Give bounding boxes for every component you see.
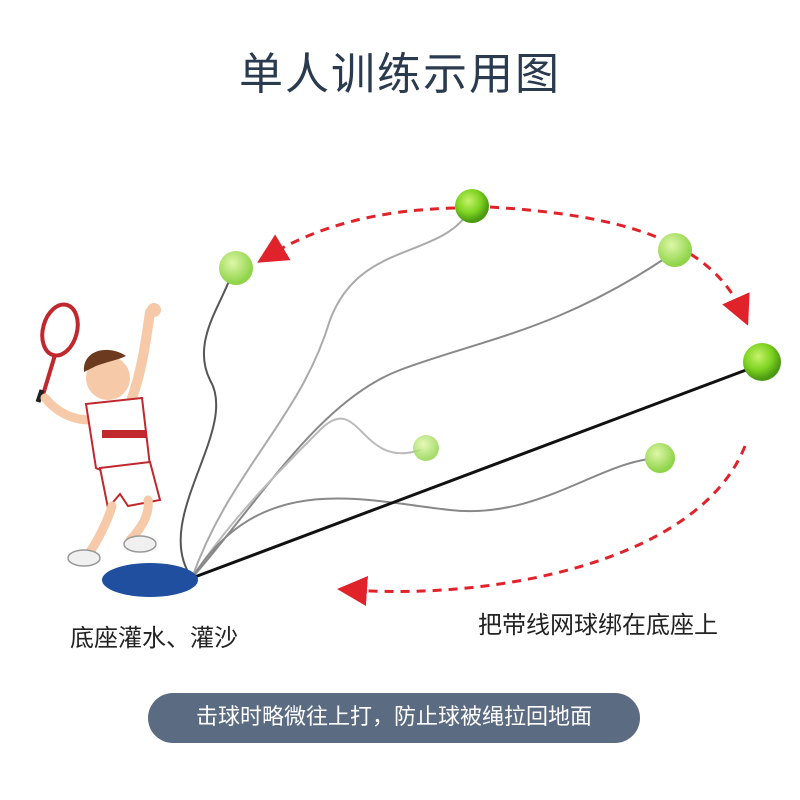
racket-icon (35, 302, 80, 403)
tennis-ball (743, 343, 781, 381)
page-title: 单人训练示用图 (239, 49, 561, 100)
rope-path-1 (179, 271, 233, 579)
arrow-top-left (257, 206, 456, 263)
ball-caption: 把带线网球绑在底座上 (478, 611, 718, 639)
rope-paths (179, 209, 764, 580)
arrow-bottom (337, 445, 747, 606)
motion-arrows (257, 205, 750, 606)
base-caption: 底座灌水、灌沙 (70, 624, 238, 652)
arrow-top-right (489, 205, 750, 326)
rope-path-2 (191, 209, 471, 579)
training-base (102, 563, 198, 597)
tennis-ball (658, 233, 692, 267)
tennis-ball (645, 443, 675, 473)
tennis-balls (219, 189, 781, 473)
player-illustration (35, 302, 162, 567)
tip-banner: 击球时略微往上打，防止球被绳拉回地面 (148, 693, 640, 743)
rope-path-3 (191, 254, 671, 579)
rope-path-4 (191, 417, 421, 579)
tennis-ball (219, 251, 253, 285)
tennis-ball (413, 435, 439, 461)
tennis-ball (455, 189, 489, 223)
rope-taut (190, 362, 764, 580)
rope-path-5 (191, 457, 661, 579)
